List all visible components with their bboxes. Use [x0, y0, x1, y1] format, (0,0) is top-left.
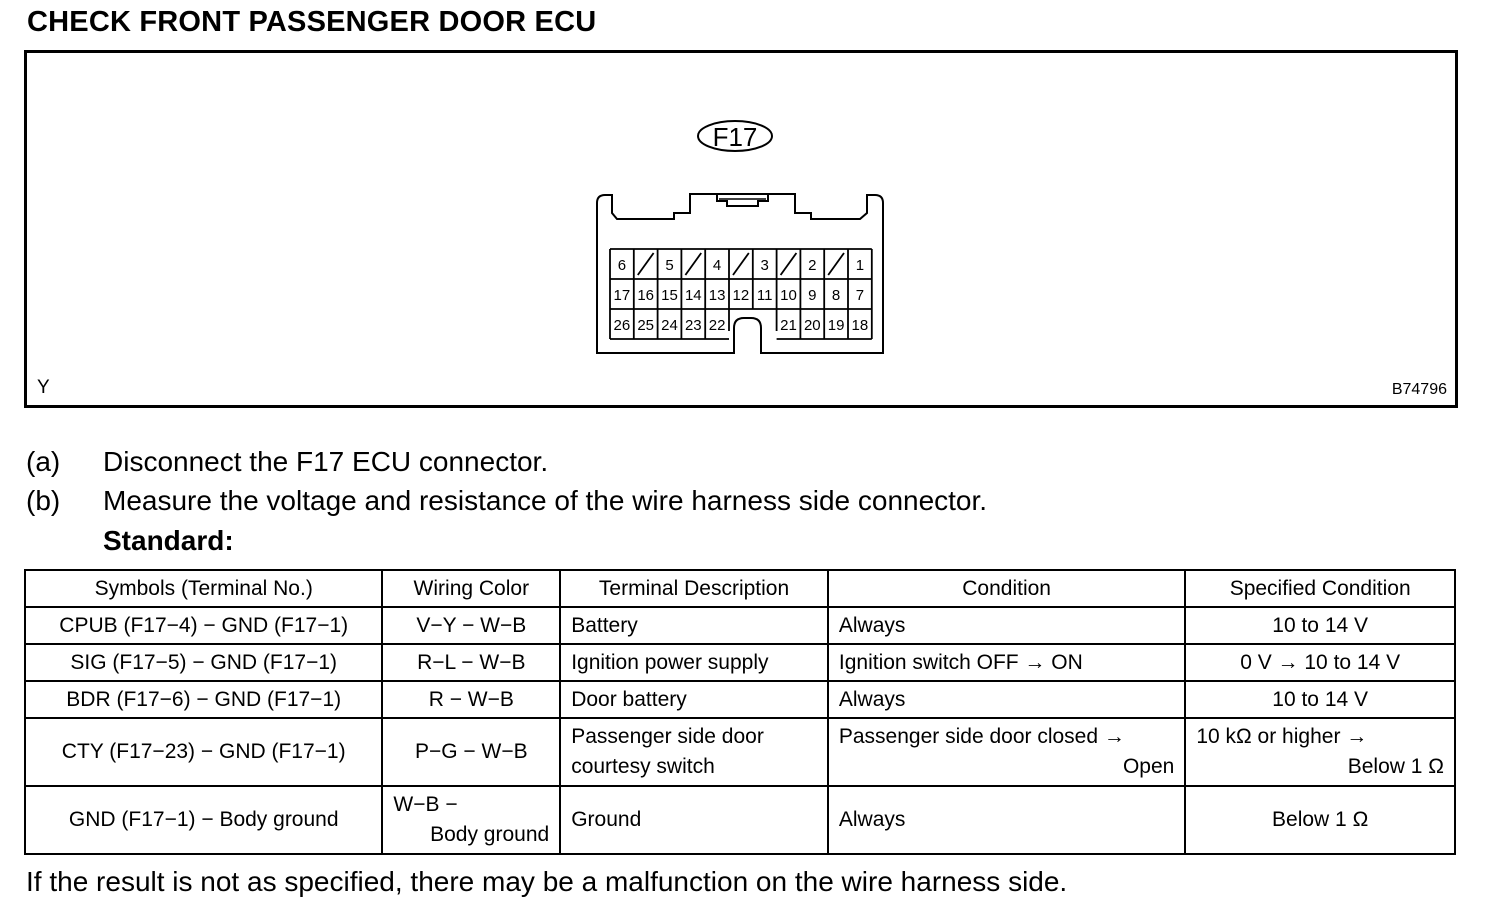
terminal-number: 4	[713, 257, 721, 274]
cell-condition: Ignition switch OFF → ON	[826, 643, 1187, 682]
cell-symbols: GND (F17−1) − Body ground	[23, 785, 384, 855]
terminal-number: 20	[804, 317, 821, 334]
figure-corner-left: Y	[37, 377, 50, 398]
terminal-number: 13	[709, 287, 726, 304]
table-row: GND (F17−1) − Body ground W−B − Body gro…	[23, 785, 1456, 855]
connector-label-text: F17	[713, 122, 758, 152]
terminal-number: 6	[618, 257, 626, 274]
step-b: (b) Measure the voltage and resistance of…	[26, 485, 987, 517]
figure-id-code: B74796	[1391, 381, 1447, 398]
terminal-number: 7	[856, 287, 864, 304]
cell-wiring-color: R − W−B	[381, 680, 562, 719]
table-row: BDR (F17−6) − GND (F17−1) R − W−B Door b…	[23, 680, 1456, 719]
empty-terminal-slash	[684, 252, 702, 276]
empty-terminal-slash	[732, 252, 750, 276]
step-a-label: (a)	[26, 446, 61, 477]
terminal-number: 18	[852, 317, 869, 334]
terminal-number: 12	[733, 287, 750, 304]
table-row: SIG (F17−5) − GND (F17−1) R−L − W−B Igni…	[23, 643, 1456, 682]
specification-table: Symbols (Terminal No.) Wiring Color Term…	[23, 569, 1456, 855]
condition-line-1: Passenger side door closed →	[838, 725, 1125, 748]
cell-spec: Below 1 Ω	[1184, 785, 1456, 855]
terminal-number: 3	[761, 257, 769, 274]
cell-wiring-color: V−Y − W−B	[381, 606, 562, 645]
terminal-number: 2	[808, 257, 816, 274]
standard-label: Standard:	[103, 525, 234, 556]
header-symbols: Symbols (Terminal No.)	[23, 569, 384, 608]
header-wiring-color: Wiring Color	[381, 569, 562, 608]
footer-note: If the result is not as specified, there…	[26, 866, 1068, 897]
cell-wiring-color: R−L − W−B	[381, 643, 562, 682]
empty-terminal-slash	[827, 252, 845, 276]
step-b-label: (b)	[26, 485, 61, 516]
cell-spec: 10 to 14 V	[1184, 606, 1456, 645]
wiring-color-line-1: W−B −	[393, 793, 458, 816]
terminal-number: 10	[780, 287, 797, 304]
spec-line-2: Below 1 Ω	[1347, 755, 1444, 778]
cell-symbols: BDR (F17−6) − GND (F17−1)	[23, 680, 384, 719]
empty-terminal-slash	[779, 252, 798, 276]
header-condition: Condition	[826, 569, 1187, 608]
terminal-number: 23	[685, 317, 702, 334]
terminal-number: 19	[828, 317, 845, 334]
cell-condition: Always	[826, 785, 1187, 855]
cell-spec: 0 V → 10 to 14 V	[1184, 643, 1456, 682]
cell-symbols: CPUB (F17−4) − GND (F17−1)	[23, 606, 384, 645]
terminal-number: 22	[709, 317, 726, 334]
terminal-number: 16	[637, 287, 654, 304]
header-terminal-description: Terminal Description	[559, 569, 829, 608]
cell-description: Ignition power supply	[559, 643, 829, 682]
terminal-number: 5	[665, 257, 673, 274]
terminal-number: 21	[780, 317, 797, 334]
cell-condition: Always	[826, 606, 1187, 645]
description-line-2: courtesy switch	[571, 755, 715, 778]
terminal-number: 24	[661, 317, 678, 334]
cell-description: Ground	[559, 785, 829, 855]
connector-label-oval	[697, 120, 773, 152]
wiring-color-line-2: Body ground	[430, 823, 550, 846]
header-specified-condition: Specified Condition	[1184, 569, 1456, 608]
cell-symbols: SIG (F17−5) − GND (F17−1)	[23, 643, 384, 682]
terminal-number: 25	[637, 317, 654, 334]
cell-description: Battery	[559, 606, 829, 645]
terminal-number: 11	[757, 287, 773, 304]
cell-symbols: CTY (F17−23) − GND (F17−1)	[23, 717, 384, 787]
terminal-number: 14	[685, 287, 702, 304]
terminal-number: 15	[661, 287, 678, 304]
description-line-1: Passenger side door	[571, 725, 764, 748]
step-a: (a) Disconnect the F17 ECU connector.	[26, 446, 548, 478]
terminal-number: 8	[832, 287, 840, 304]
terminal-grid	[609, 248, 873, 340]
empty-terminal-slash	[637, 252, 655, 276]
connector-latch	[716, 194, 769, 207]
terminal-number: 26	[614, 317, 631, 334]
table-row: CPUB (F17−4) − GND (F17−1) V−Y − W−B Bat…	[23, 606, 1456, 645]
cell-condition: Always	[826, 680, 1187, 719]
step-a-text: Disconnect the F17 ECU connector.	[103, 446, 549, 477]
step-b-text: Measure the voltage and resistance of th…	[103, 485, 988, 516]
spec-line-1: 10 kΩ or higher →	[1196, 725, 1368, 748]
connector-housing	[596, 193, 884, 354]
condition-line-2: Open	[1122, 755, 1175, 778]
cell-description: Door battery	[559, 680, 829, 719]
cell-description: Passenger side door courtesy switch	[559, 717, 829, 787]
table-row: CTY (F17−23) − GND (F17−1) P−G − W−B Pas…	[23, 717, 1456, 787]
table-header-row: Symbols (Terminal No.) Wiring Color Term…	[23, 569, 1456, 608]
cell-wiring-color: P−G − W−B	[381, 717, 562, 787]
page-heading: CHECK FRONT PASSENGER DOOR ECU	[27, 6, 597, 38]
cell-condition: Passenger side door closed → Open	[826, 717, 1187, 787]
terminal-number: 9	[808, 287, 816, 304]
cell-wiring-color: W−B − Body ground	[381, 785, 562, 855]
cell-spec: 10 to 14 V	[1184, 680, 1456, 719]
cell-spec: 10 kΩ or higher → Below 1 Ω	[1184, 717, 1456, 787]
terminal-number: 17	[614, 287, 631, 304]
terminal-number: 1	[856, 257, 864, 274]
